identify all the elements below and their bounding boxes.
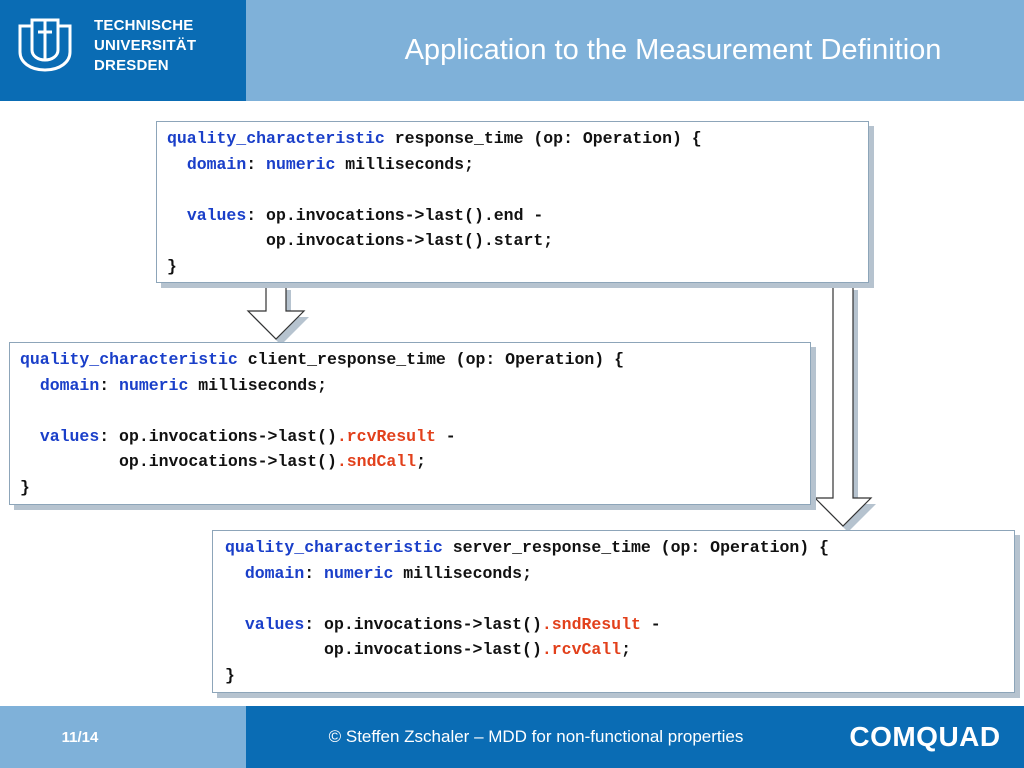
code-text: : bbox=[99, 375, 120, 395]
footer-right-area bbox=[246, 706, 1024, 768]
code-line: values: op.invocations->last().rcvResult… bbox=[20, 424, 810, 450]
down-arrow-to-client-box bbox=[246, 283, 306, 340]
code-highlight: .rcvCall bbox=[541, 640, 622, 659]
code-text: ; bbox=[621, 640, 631, 659]
code-text: milliseconds; bbox=[335, 154, 474, 174]
code-text bbox=[225, 564, 245, 583]
code-text: : op.invocations->last() bbox=[99, 426, 337, 446]
code-keyword: domain bbox=[39, 375, 100, 395]
code-line: domain: numeric milliseconds; bbox=[20, 373, 810, 399]
code-keyword: domain bbox=[186, 154, 247, 174]
code-line: quality_characteristic client_response_t… bbox=[20, 347, 810, 373]
code-line: values: op.invocations->last().end - bbox=[167, 203, 868, 229]
slide-title: Application to the Measurement Definitio… bbox=[404, 34, 942, 66]
code-keyword: numeric bbox=[266, 154, 336, 174]
university-name-line: UNIVERSITÄT bbox=[94, 37, 197, 54]
page-number: 11/14 bbox=[61, 728, 99, 746]
code-highlight: .rcvResult bbox=[336, 426, 436, 446]
code-keyword: values bbox=[244, 614, 305, 634]
code-line: } bbox=[167, 254, 868, 280]
code-keyword: numeric bbox=[119, 375, 189, 395]
header-logo-area bbox=[0, 0, 246, 101]
code-text: client_response_time (op: Operation) { bbox=[237, 350, 625, 369]
code-text: } bbox=[167, 256, 177, 276]
server-response-time-code-box: quality_characteristic server_response_t… bbox=[212, 530, 1015, 693]
code-line: op.invocations->last().sndCall; bbox=[20, 449, 810, 475]
code-line: values: op.invocations->last().sndResult… bbox=[225, 612, 1014, 638]
code-line bbox=[167, 177, 868, 203]
code-highlight: .sndResult bbox=[541, 614, 641, 634]
university-name-line: TECHNISCHE bbox=[94, 17, 194, 34]
client-response-time-code-box: quality_characteristic client_response_t… bbox=[9, 342, 811, 505]
code-text: : op.invocations->last().end - bbox=[246, 205, 544, 225]
code-text bbox=[167, 206, 187, 225]
code-text bbox=[167, 155, 187, 174]
code-highlight: .sndCall bbox=[336, 452, 417, 471]
code-keyword: quality_characteristic bbox=[20, 350, 238, 369]
code-line: domain: numeric milliseconds; bbox=[225, 561, 1014, 587]
code-text: - bbox=[435, 426, 456, 446]
code-keyword: domain bbox=[244, 563, 305, 583]
code-text: } bbox=[225, 665, 235, 685]
code-line: op.invocations->last().start; bbox=[167, 228, 868, 254]
code-text: - bbox=[640, 614, 661, 634]
university-name: TECHNISCHE UNIVERSITÄT DRESDEN bbox=[94, 16, 196, 76]
code-text: milliseconds; bbox=[393, 563, 532, 583]
code-keyword: quality_characteristic bbox=[167, 129, 385, 148]
university-name-line: DRESDEN bbox=[94, 57, 169, 74]
down-arrow-to-server-box bbox=[813, 283, 873, 527]
footer-left-area bbox=[0, 706, 246, 768]
brand-name: COMQUAD bbox=[849, 721, 1001, 752]
code-text bbox=[225, 615, 245, 634]
code-line: } bbox=[225, 663, 1014, 689]
code-text: } bbox=[20, 477, 30, 497]
code-keyword: numeric bbox=[324, 563, 394, 583]
code-line: domain: numeric milliseconds; bbox=[167, 152, 868, 178]
code-text: op.invocations->last() bbox=[225, 640, 542, 659]
code-keyword: values bbox=[186, 205, 247, 225]
code-text: ; bbox=[416, 452, 426, 471]
code-text bbox=[20, 376, 40, 395]
code-line bbox=[20, 398, 810, 424]
code-text: op.invocations->last().start; bbox=[167, 231, 554, 250]
code-line: op.invocations->last().rcvCall; bbox=[225, 637, 1014, 663]
code-text: server_response_time (op: Operation) { bbox=[442, 538, 830, 557]
code-text: : bbox=[246, 154, 267, 174]
code-text: response_time (op: Operation) { bbox=[384, 129, 702, 148]
arrow-shadow bbox=[820, 290, 876, 532]
code-keyword: values bbox=[39, 426, 100, 446]
code-text: : op.invocations->last() bbox=[304, 614, 542, 634]
code-keyword: quality_characteristic bbox=[225, 538, 443, 557]
code-text bbox=[20, 427, 40, 446]
code-text: milliseconds; bbox=[188, 375, 327, 395]
code-line: quality_characteristic server_response_t… bbox=[225, 535, 1014, 561]
code-line: quality_characteristic response_time (op… bbox=[167, 126, 868, 152]
code-line: } bbox=[20, 475, 810, 501]
code-line bbox=[225, 586, 1014, 612]
arrow-shadow bbox=[253, 290, 309, 345]
tu-dresden-logo-icon bbox=[18, 18, 72, 72]
code-text: op.invocations->last() bbox=[20, 452, 337, 471]
response-time-code-box: quality_characteristic response_time (op… bbox=[156, 121, 869, 283]
copyright-text: © Steffen Zschaler – MDD for non-functio… bbox=[328, 727, 744, 746]
code-text: : bbox=[304, 563, 325, 583]
header-title-area bbox=[246, 0, 1024, 101]
